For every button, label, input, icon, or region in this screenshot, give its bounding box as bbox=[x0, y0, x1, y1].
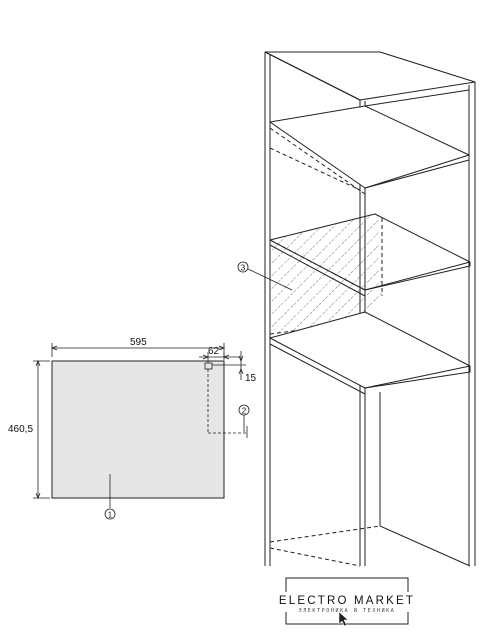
socket-outline bbox=[204, 362, 248, 438]
callout-1: 1 bbox=[104, 474, 116, 520]
callout-3: 3 bbox=[237, 261, 293, 291]
cursor-icon bbox=[338, 611, 349, 627]
cabinet-top bbox=[264, 51, 476, 101]
callout-2: 2 bbox=[238, 404, 250, 432]
shelf-2 bbox=[269, 213, 471, 335]
height-label: 460,5 bbox=[8, 424, 33, 435]
logo-subtitle: ЭЛЕКТРОНИКА И ТЕХНИКА bbox=[299, 608, 396, 614]
niche-cutout-drawing: 595 460,5 62 bbox=[8, 337, 257, 520]
tall-cabinet-drawing bbox=[264, 51, 476, 567]
offset-y-dimension bbox=[212, 351, 246, 380]
callout-1-number: 1 bbox=[108, 511, 113, 520]
shelf-1 bbox=[269, 105, 470, 195]
logo-title: ELECTRO MARKET bbox=[279, 595, 415, 607]
width-label: 595 bbox=[130, 337, 147, 348]
callout-3-number: 3 bbox=[241, 264, 246, 273]
hatched-opening bbox=[270, 214, 382, 334]
offset-x-label: 62 bbox=[208, 346, 220, 357]
offset-x-dimension bbox=[199, 352, 241, 363]
offset-y-label: 15 bbox=[245, 373, 257, 384]
callout-2-number: 2 bbox=[242, 407, 247, 416]
shelf-3 bbox=[269, 311, 471, 395]
electro-market-logo: ELECTRO MARKET ЭЛЕКТРОНИКА И ТЕХНИКА bbox=[279, 577, 415, 627]
height-dimension bbox=[33, 359, 50, 500]
niche-panel bbox=[51, 360, 225, 499]
